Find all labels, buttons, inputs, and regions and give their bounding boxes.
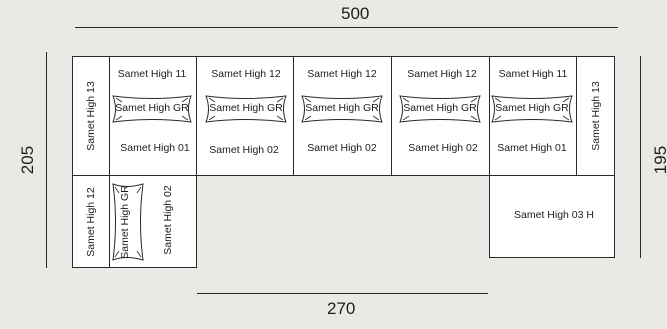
pillow-icon (491, 95, 573, 123)
pillow-label-4: Samet High GR (403, 102, 477, 114)
dimension-bottom-label: 270 (327, 299, 356, 318)
pillow-icon (112, 95, 192, 123)
dimension-top-label: 500 (341, 4, 370, 23)
back-label-5: Samet High 11 (498, 68, 568, 80)
dimension-right-line (640, 56, 641, 258)
seat-label-1: Samet High 01 (120, 142, 190, 154)
chaise-arm-label: Samet High 12 (85, 187, 97, 257)
dimension-left-line (46, 52, 47, 268)
left-arm (72, 56, 110, 176)
back-label-1: Samet High 11 (117, 68, 187, 80)
pillow-icon (112, 183, 144, 261)
chaise-seat-label: Samet High 02 (162, 185, 174, 255)
ottoman-label: Samet High 03 H (514, 209, 594, 221)
seat-label-5: Samet High 01 (497, 142, 567, 154)
ottoman (489, 175, 615, 258)
pillow-label-3: Samet High GR (305, 102, 379, 114)
pillow-icon (205, 95, 287, 123)
seat-label-2: Samet High 02 (209, 144, 279, 156)
dimension-left-label: 205 (18, 145, 38, 175)
dimension-bottom-line (197, 293, 488, 294)
pillow-label-5: Samet High GR (495, 102, 569, 114)
chaise-pillow-label: Samet High GR (119, 185, 131, 259)
pillow-label-2: Samet High GR (209, 102, 283, 114)
left-arm-label: Samet High 13 (85, 81, 97, 151)
back-label-4: Samet High 12 (407, 68, 477, 80)
pillow-label-1: Samet High GR (115, 102, 189, 114)
dimension-right-label: 195 (651, 145, 667, 175)
back-label-3: Samet High 12 (307, 68, 377, 80)
pillow-icon (399, 95, 481, 123)
pillow-icon (301, 95, 383, 123)
seat-label-3: Samet High 02 (307, 142, 377, 154)
dimension-top-line (75, 27, 618, 28)
right-arm-label: Samet High 13 (590, 81, 602, 151)
back-label-2: Samet High 12 (211, 68, 281, 80)
seat-label-4: Samet High 02 (408, 142, 478, 154)
